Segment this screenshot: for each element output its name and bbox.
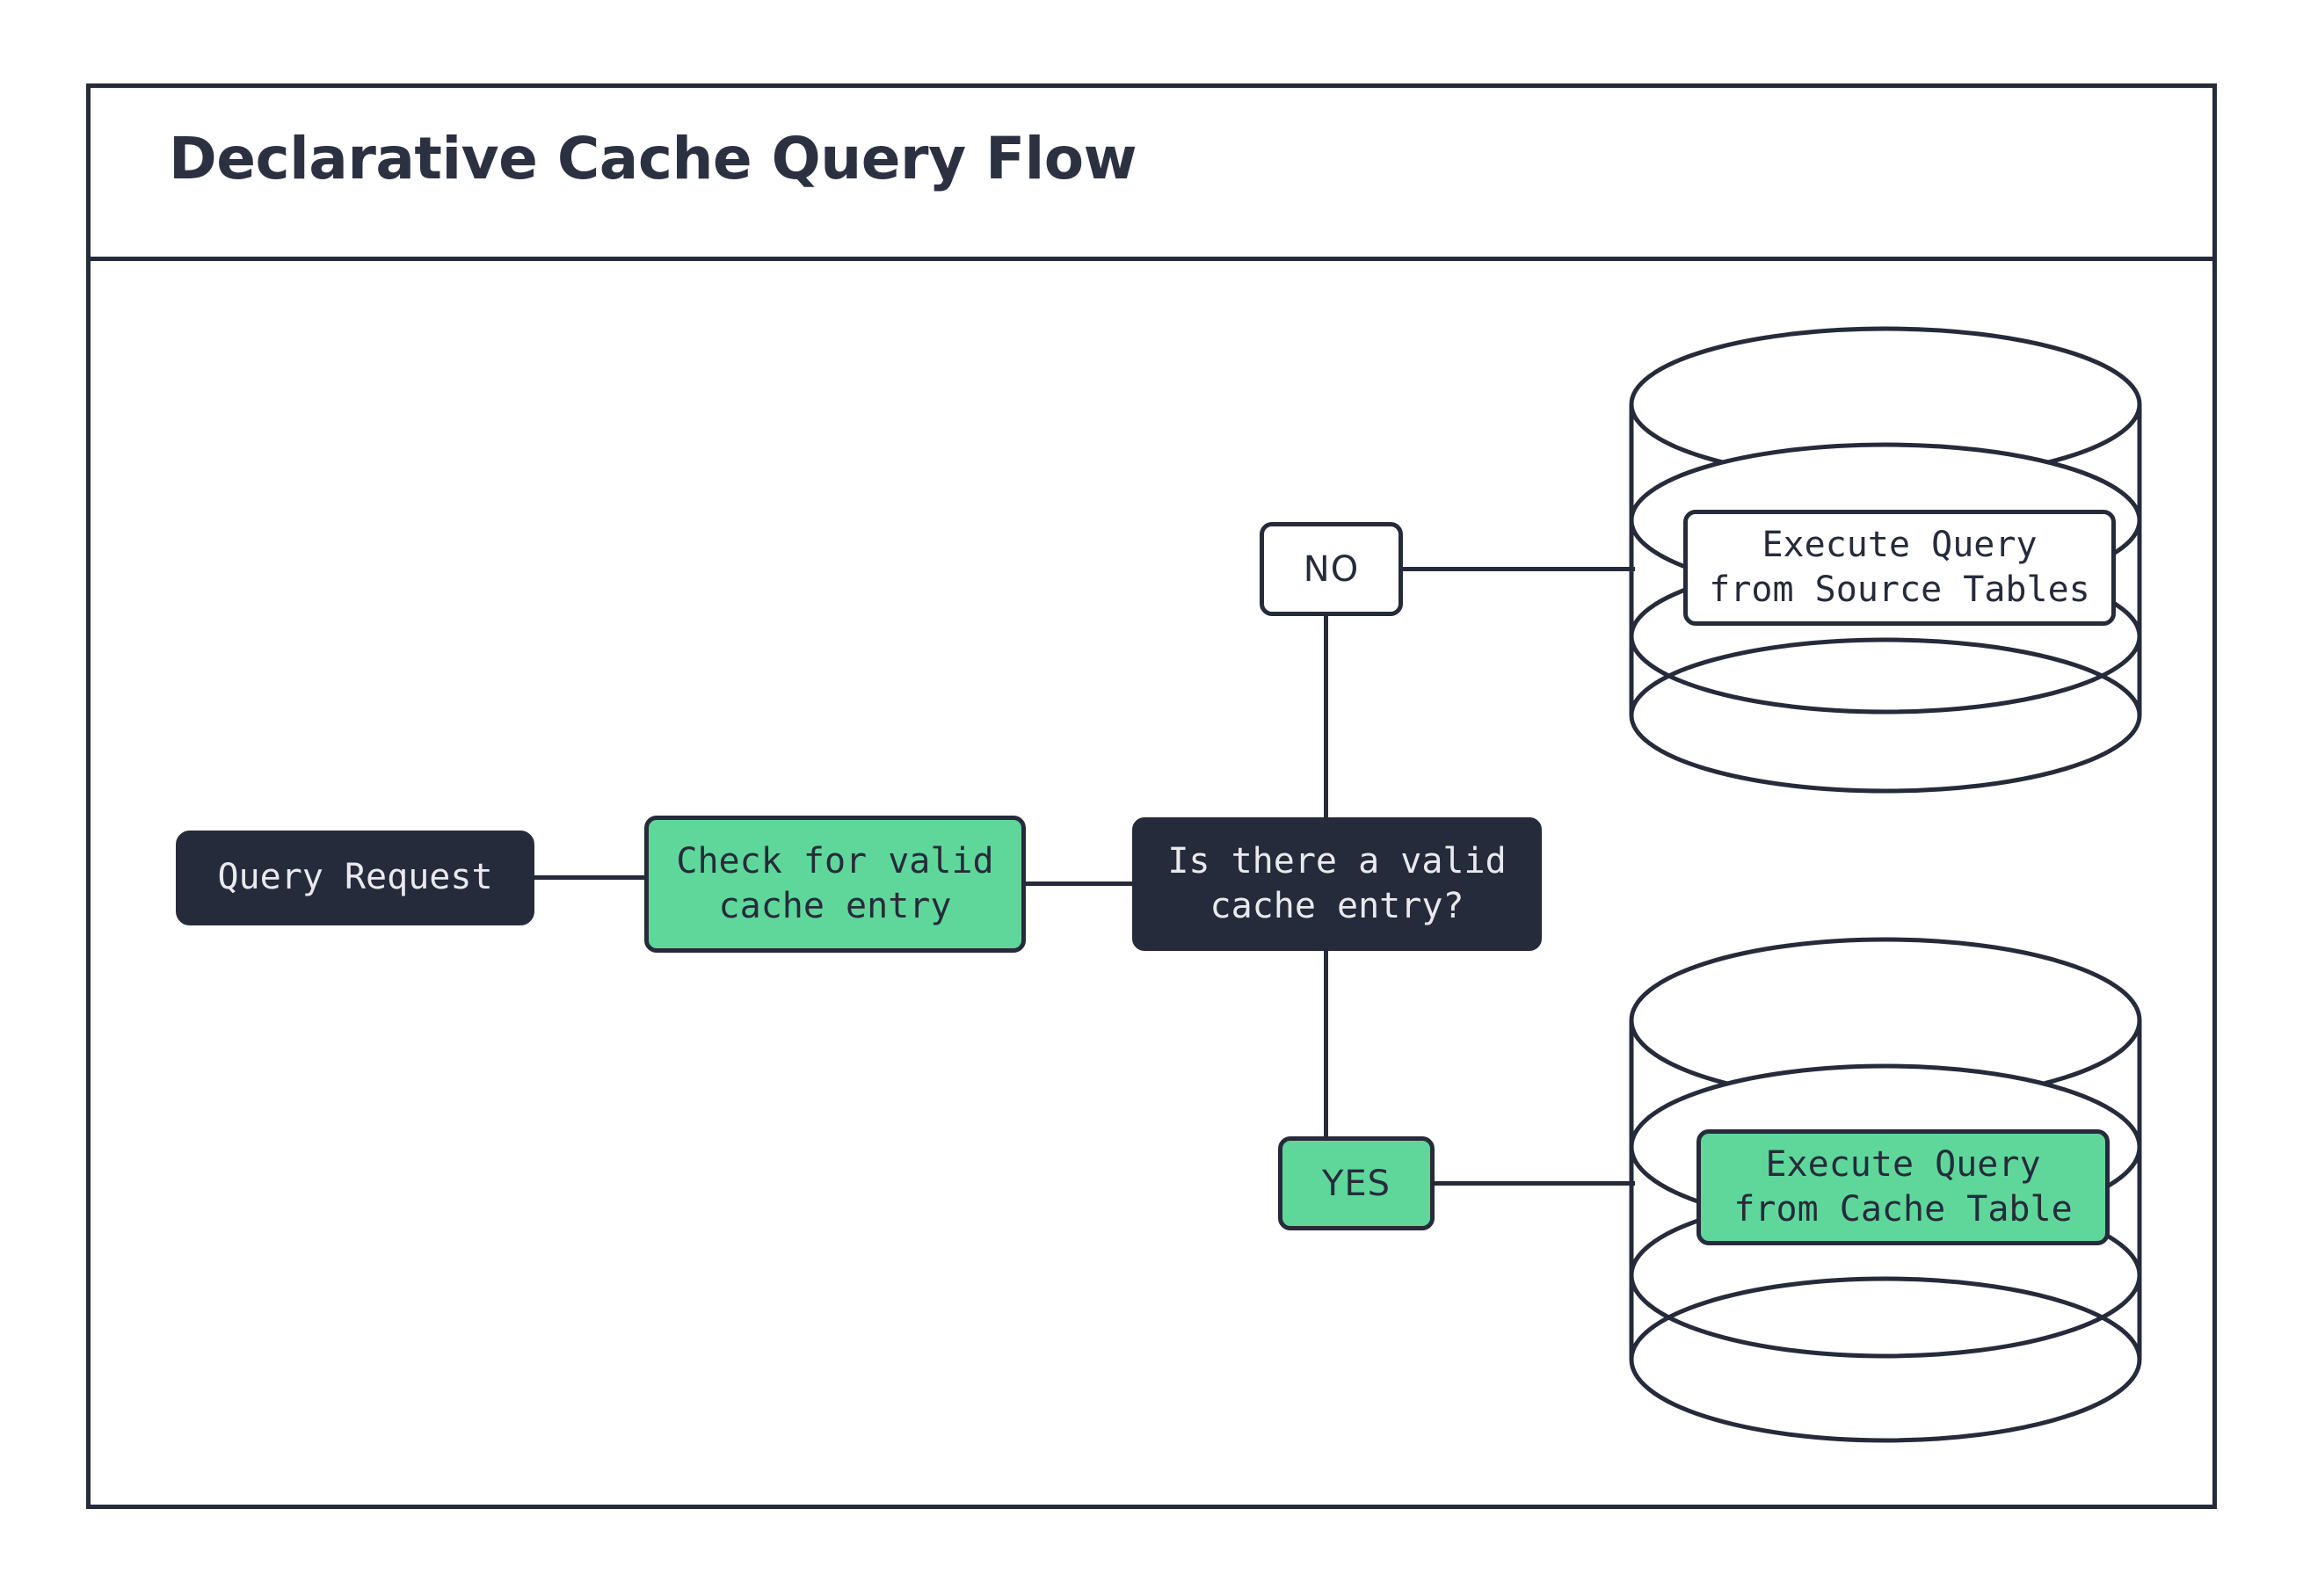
edge-decision-to-yes — [1324, 947, 1328, 1141]
edge-request-to-check — [533, 875, 647, 880]
page-title: Declarative Cache Query Flow — [169, 125, 1137, 192]
edge-check-to-decision — [1022, 881, 1135, 886]
edge-no-to-source-db — [1399, 567, 1635, 571]
node-check-for-valid-cache-entry[interactable]: Check for valid cache entry — [644, 816, 1026, 953]
node-execute-query-from-source-tables[interactable]: Execute Query from Source Tables — [1683, 510, 2116, 626]
edge-label-yes[interactable]: YES — [1278, 1136, 1435, 1230]
node-decision-valid-cache-entry[interactable]: Is there a valid cache entry? — [1132, 817, 1542, 951]
edge-decision-to-no — [1324, 612, 1328, 821]
node-query-request[interactable]: Query Request — [176, 831, 534, 925]
edge-yes-to-cache-db — [1431, 1181, 1635, 1186]
node-execute-query-from-cache-table[interactable]: Execute Query from Cache Table — [1696, 1129, 2110, 1245]
edge-label-no[interactable]: NO — [1260, 522, 1403, 616]
